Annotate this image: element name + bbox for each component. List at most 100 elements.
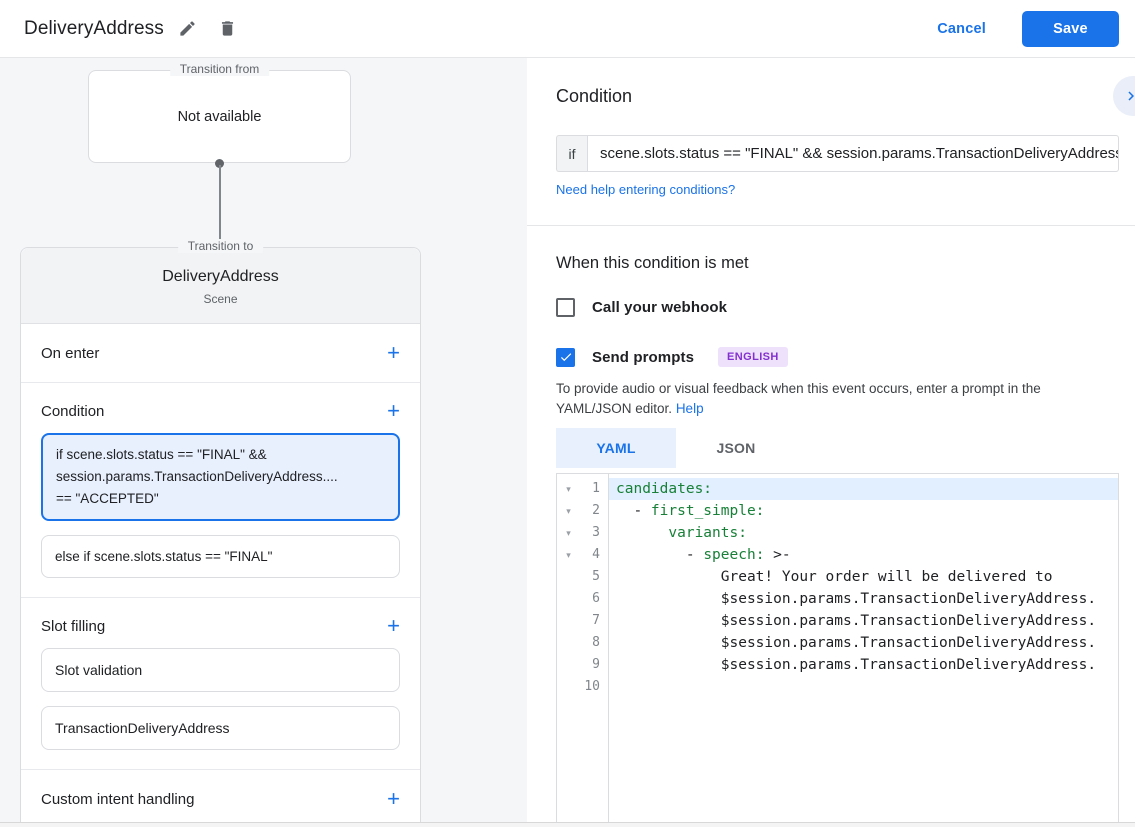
line-number: 8 bbox=[592, 635, 600, 650]
code-text[interactable]: candidates: bbox=[609, 478, 1118, 500]
condition-line: if scene.slots.status == "FINAL" && bbox=[56, 447, 267, 462]
condition-card-selected[interactable]: if scene.slots.status == "FINAL" && sess… bbox=[41, 433, 400, 521]
condition-expression-input[interactable]: scene.slots.status == "FINAL" && session… bbox=[587, 135, 1119, 172]
custom-intent-label: Custom intent handling bbox=[41, 790, 195, 808]
code-line[interactable]: ▾ 4 - speech: >- bbox=[557, 544, 1118, 566]
save-button[interactable]: Save bbox=[1022, 10, 1119, 47]
code-text[interactable]: Great! Your order will be delivered to bbox=[616, 569, 1053, 585]
code-line[interactable]: 10 bbox=[557, 676, 1118, 698]
line-number: 6 bbox=[592, 591, 600, 606]
code-text[interactable]: variants: bbox=[668, 525, 747, 541]
webhook-label: Call your webhook bbox=[592, 299, 728, 316]
code-text[interactable]: $session.params.TransactionDeliveryAddre… bbox=[616, 657, 1097, 673]
send-prompts-checkbox[interactable] bbox=[556, 347, 575, 367]
horizontal-scrollbar-track[interactable] bbox=[0, 822, 1135, 827]
code-text[interactable]: - speech: >- bbox=[616, 547, 791, 563]
code-line[interactable]: 6 $session.params.TransactionDeliveryAdd… bbox=[557, 588, 1118, 610]
connector-line bbox=[218, 165, 221, 275]
code-text[interactable]: $session.params.TransactionDeliveryAddre… bbox=[616, 613, 1097, 629]
code-line[interactable]: 7 $session.params.TransactionDeliveryAdd… bbox=[557, 610, 1118, 632]
connector-dot bbox=[215, 159, 224, 168]
add-custom-intent-button[interactable]: + bbox=[387, 786, 400, 811]
slot-filling-section: Slot filling + Slot validation Transacti… bbox=[21, 598, 420, 770]
slot-filling-label: Slot filling bbox=[41, 617, 106, 635]
line-number: 4 bbox=[592, 547, 600, 562]
page-title: DeliveryAddress bbox=[24, 17, 164, 39]
line-number: 10 bbox=[584, 679, 600, 694]
condition-expression-group: if scene.slots.status == "FINAL" && sess… bbox=[556, 135, 1119, 172]
fold-arrow-icon[interactable]: ▾ bbox=[566, 528, 571, 538]
cancel-button[interactable]: Cancel bbox=[937, 20, 986, 37]
fold-spacer bbox=[557, 566, 580, 588]
delete-scene-button[interactable] bbox=[212, 13, 244, 45]
panel-heading: Condition bbox=[556, 86, 633, 106]
scene-name: DeliveryAddress bbox=[162, 268, 279, 285]
code-line[interactable]: 8 $session.params.TransactionDeliveryAdd… bbox=[557, 632, 1118, 654]
helper-text: To provide audio or visual feedback when… bbox=[556, 381, 1041, 416]
collapse-panel-button[interactable] bbox=[1113, 76, 1135, 116]
transition-from-legend: Transition from bbox=[169, 62, 270, 76]
code-line[interactable]: 9 $session.params.TransactionDeliveryAdd… bbox=[557, 654, 1118, 676]
checkmark-icon bbox=[560, 353, 571, 362]
send-prompts-row[interactable]: Send prompts ENGLISH bbox=[556, 347, 788, 367]
help-link[interactable]: Help bbox=[675, 401, 704, 416]
fold-spacer bbox=[557, 676, 580, 698]
scene-flow-canvas: Transition from Not available Transition… bbox=[0, 58, 527, 827]
code-line[interactable]: 5 Great! Your order will be delivered to bbox=[557, 566, 1118, 588]
fold-arrow-icon[interactable]: ▾ bbox=[566, 506, 571, 516]
condition-section: Condition + if scene.slots.status == "FI… bbox=[21, 383, 420, 598]
trash-icon bbox=[222, 21, 234, 36]
prompt-helper-text: To provide audio or visual feedback when… bbox=[556, 379, 1114, 419]
code-text[interactable]: - first_simple: bbox=[616, 503, 765, 519]
fold-spacer bbox=[557, 654, 580, 676]
condition-card-else[interactable]: else if scene.slots.status == "FINAL" bbox=[41, 535, 400, 578]
code-text[interactable] bbox=[609, 676, 1118, 698]
panel-divider bbox=[527, 225, 1135, 226]
transition-to-legend: Transition to bbox=[177, 239, 264, 253]
scene-card: Transition to DeliveryAddress Scene On e… bbox=[20, 239, 421, 827]
on-enter-section: On enter + bbox=[21, 324, 420, 383]
when-condition-heading: When this condition is met bbox=[556, 254, 749, 272]
add-condition-button[interactable]: + bbox=[387, 398, 400, 423]
add-slot-button[interactable]: + bbox=[387, 613, 400, 638]
line-number: 2 bbox=[592, 503, 600, 518]
fold-spacer bbox=[557, 588, 580, 610]
transition-from-box[interactable]: Transition from Not available bbox=[88, 62, 351, 163]
condition-help-link[interactable]: Need help entering conditions? bbox=[556, 182, 736, 197]
scene-card-header[interactable]: Transition to DeliveryAddress Scene bbox=[21, 239, 420, 324]
code-line[interactable]: ▾ 1 candidates: bbox=[557, 478, 1118, 500]
transition-from-value: Not available bbox=[177, 108, 262, 125]
fold-arrow-icon[interactable]: ▾ bbox=[566, 484, 571, 494]
fold-spacer bbox=[557, 632, 580, 654]
add-on-enter-button[interactable]: + bbox=[387, 340, 400, 365]
code-text[interactable]: $session.params.TransactionDeliveryAddre… bbox=[616, 591, 1097, 607]
slot-validation-card[interactable]: Slot validation bbox=[41, 648, 400, 692]
line-number: 1 bbox=[592, 481, 600, 496]
send-prompts-label: Send prompts bbox=[592, 348, 695, 366]
edit-scene-button[interactable] bbox=[172, 13, 204, 45]
condition-detail-panel: Condition if scene.slots.status == "FINA… bbox=[527, 58, 1135, 827]
pencil-icon bbox=[180, 21, 195, 36]
code-lines[interactable]: ▾ 1 candidates: ▾ 2 - first_simple: ▾ 3 varian… bbox=[557, 474, 1118, 698]
code-line[interactable]: ▾ 3 variants: bbox=[557, 522, 1118, 544]
line-number: 3 bbox=[592, 525, 600, 540]
line-number: 7 bbox=[592, 613, 600, 628]
fold-arrow-icon[interactable]: ▾ bbox=[566, 550, 571, 560]
gutter-separator bbox=[608, 474, 609, 827]
code-line[interactable]: ▾ 2 - first_simple: bbox=[557, 500, 1118, 522]
yaml-code-editor[interactable]: ▾ 1 candidates: ▾ 2 - first_simple: ▾ 3 varian… bbox=[556, 473, 1119, 827]
webhook-row[interactable]: Call your webhook bbox=[556, 298, 727, 317]
chevron-right-icon bbox=[1128, 91, 1134, 101]
scene-type-label: Scene bbox=[203, 292, 238, 306]
webhook-checkbox[interactable] bbox=[556, 298, 575, 317]
language-badge: ENGLISH bbox=[718, 347, 788, 367]
condition-section-label: Condition bbox=[41, 402, 105, 420]
code-text[interactable]: $session.params.TransactionDeliveryAddre… bbox=[616, 635, 1097, 651]
line-number: 5 bbox=[592, 569, 600, 584]
on-enter-label: On enter bbox=[41, 344, 100, 362]
slot-card[interactable]: TransactionDeliveryAddress bbox=[41, 706, 400, 750]
tab-json[interactable]: JSON bbox=[716, 440, 756, 456]
line-number: 9 bbox=[592, 657, 600, 672]
tab-yaml[interactable]: YAML bbox=[556, 428, 676, 468]
custom-intent-section: Custom intent handling + bbox=[21, 770, 420, 827]
